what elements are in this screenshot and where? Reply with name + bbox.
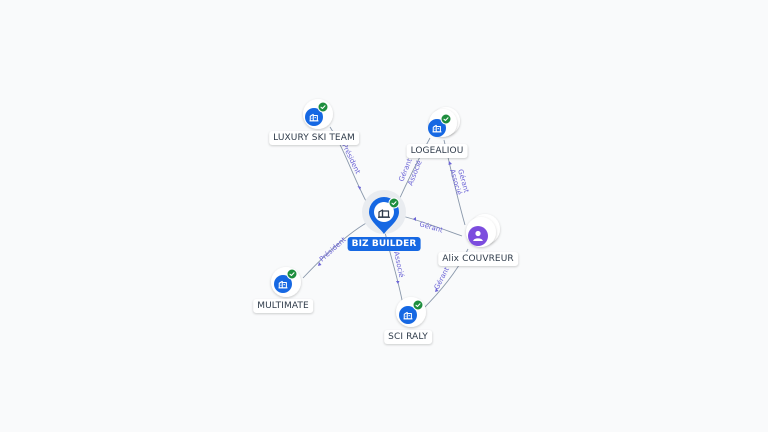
edge-arrows — [318, 161, 452, 292]
node-luxury-ski-team[interactable] — [303, 99, 333, 129]
label-alix-couvreur[interactable]: Alix COUVREUR — [438, 252, 518, 266]
arrow-biz-sci — [396, 281, 400, 284]
arrow-multimate-biz — [318, 262, 322, 266]
company-badge — [305, 108, 323, 126]
node-biz-builder[interactable] — [362, 190, 406, 234]
arrow-alix-logealiou — [448, 161, 452, 165]
label-luxury-ski-team[interactable]: LUXURY SKI TEAM — [269, 131, 359, 145]
building-icon — [378, 209, 390, 218]
node-sci-raly[interactable] — [396, 297, 426, 327]
company-badge — [274, 275, 292, 293]
node-alix-couvreur[interactable] — [466, 214, 500, 247]
label-sci-raly[interactable]: SCI RALY — [384, 330, 432, 344]
verified-icon — [388, 197, 400, 209]
verified-icon — [286, 268, 298, 280]
node-logealiou[interactable] — [428, 107, 460, 137]
label-logealiou[interactable]: LOGEALIOU — [406, 144, 468, 158]
edge-multimate-biz — [302, 221, 369, 279]
arrow-alix-sci — [435, 288, 439, 292]
verified-icon — [317, 101, 329, 113]
label-multimate[interactable]: MULTIMATE — [253, 299, 313, 313]
person-icon — [473, 230, 483, 241]
edge-label-alix-biz: Gérant — [418, 220, 444, 234]
edge-label-alix-sci: Gérant — [433, 266, 451, 291]
node-multimate[interactable] — [271, 267, 301, 297]
edge-label-biz-sci: Associé — [392, 251, 405, 279]
edge-label-multimate-biz: Président — [318, 236, 348, 264]
company-badge — [428, 119, 446, 137]
edge-alix-biz — [401, 215, 463, 237]
verified-icon — [440, 113, 452, 125]
label-biz-builder[interactable]: BIZ BUILDER — [347, 237, 421, 251]
company-badge — [399, 306, 417, 324]
edge-label-luxury-biz: Président — [340, 142, 362, 175]
verified-icon — [412, 299, 424, 311]
arrow-luxury-biz — [357, 186, 361, 190]
arrow-alix-biz — [413, 217, 416, 221]
